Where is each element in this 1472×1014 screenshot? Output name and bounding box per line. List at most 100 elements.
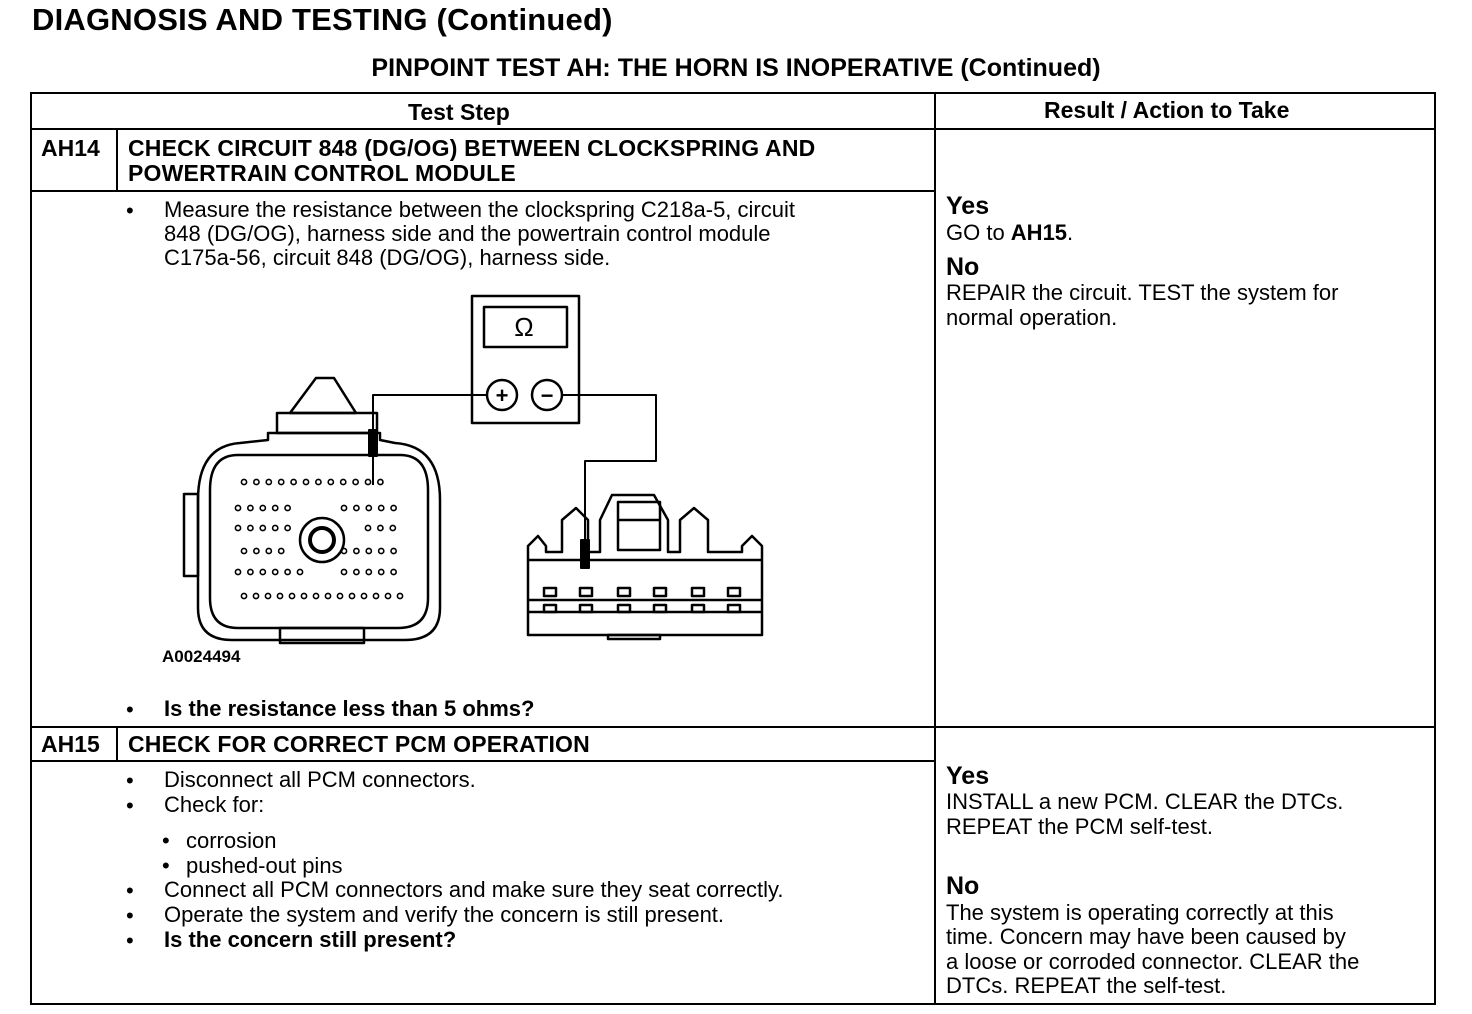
pin-hole bbox=[288, 592, 296, 600]
ah14-yes-target: AH15 bbox=[1010, 220, 1068, 245]
ah14-no-action-line1: REPAIR the circuit. TEST the system for bbox=[946, 280, 1339, 305]
ah15-step-id: AH15 bbox=[41, 731, 100, 757]
figure-id: A0024494 bbox=[162, 647, 241, 666]
pin-hole bbox=[360, 592, 368, 600]
pin-hole bbox=[352, 547, 360, 555]
ah15-sub-bullet-2: • bbox=[162, 853, 170, 878]
clockspring-connector-c218a-icon bbox=[182, 376, 442, 645]
ah15-sub-2: pushed-out pins bbox=[186, 853, 343, 878]
pin-hole bbox=[352, 568, 360, 576]
pin-hole bbox=[384, 592, 392, 600]
pin-hole bbox=[327, 478, 335, 486]
pin-hole bbox=[290, 478, 297, 486]
pin-hole bbox=[234, 504, 242, 512]
ah14-step-text-line2: 848 (DG/OG), harness side and the powert… bbox=[164, 221, 771, 246]
pin-hole bbox=[240, 592, 248, 600]
test-lead-wires bbox=[368, 394, 657, 569]
pin-hole bbox=[365, 547, 373, 555]
pin-hole bbox=[314, 478, 322, 486]
pin-hole bbox=[348, 592, 356, 600]
header-divider bbox=[32, 128, 1434, 130]
ah15-no-label: No bbox=[946, 872, 980, 900]
pcm-connector-c175a-icon bbox=[526, 493, 764, 641]
ah15-bullet-3: • bbox=[126, 878, 134, 903]
ah14-question: Is the resistance less than 5 ohms? bbox=[164, 696, 535, 721]
pin-hole bbox=[265, 478, 273, 486]
pin-hole bbox=[376, 524, 384, 532]
ah15-bullet-5: • bbox=[126, 928, 134, 953]
ah14-yes-end: . bbox=[1067, 220, 1074, 245]
pin-hole bbox=[312, 592, 320, 600]
ah15-step-title: CHECK FOR CORRECT PCM OPERATION bbox=[128, 731, 590, 757]
pin-hole bbox=[365, 504, 373, 512]
ah15-step-4: Operate the system and verify the concer… bbox=[164, 902, 725, 927]
pin-hole bbox=[377, 547, 385, 555]
pin-hole bbox=[365, 568, 373, 576]
ah14-step-title-line2: POWERTRAIN CONTROL MODULE bbox=[128, 160, 516, 186]
pin-hole bbox=[271, 568, 279, 576]
pin-hole bbox=[340, 568, 348, 576]
pin-hole bbox=[277, 547, 285, 555]
pin-hole bbox=[364, 524, 372, 532]
pin-hole bbox=[372, 592, 380, 600]
ah15-title-divider bbox=[32, 760, 934, 762]
ah15-bullet-4: • bbox=[126, 903, 134, 928]
ah14-yes-action: GO to AH15. bbox=[946, 221, 1073, 245]
pin-hole bbox=[377, 504, 385, 512]
page-title: DIAGNOSIS AND TESTING (Continued) bbox=[32, 2, 613, 37]
ah14-step-text-line3: C175a-56, circuit 848 (DG/OG), harness s… bbox=[164, 245, 611, 270]
pin-hole bbox=[324, 592, 332, 600]
connector-pin-holes bbox=[234, 478, 404, 600]
pin-hole bbox=[271, 504, 279, 512]
pin-hole bbox=[336, 592, 344, 600]
ah15-no-action-line4: DTCs. REPEAT the self-test. bbox=[946, 973, 1227, 998]
ah14-id-divider bbox=[116, 130, 118, 192]
pin-hole bbox=[390, 547, 397, 555]
pin-hole bbox=[246, 524, 254, 532]
ah15-no-action-line1: The system is operating correctly at thi… bbox=[946, 900, 1334, 925]
pin-hole bbox=[276, 592, 284, 600]
pin-hole bbox=[264, 592, 272, 600]
pin-hole bbox=[284, 504, 291, 512]
pin-hole bbox=[271, 524, 279, 532]
pin-hole bbox=[302, 478, 310, 486]
pin-hole bbox=[339, 478, 347, 486]
pin-hole bbox=[259, 504, 267, 512]
ah15-yes-action-line1: INSTALL a new PCM. CLEAR the DTCs. bbox=[946, 789, 1344, 814]
ah14-yes-label: Yes bbox=[946, 192, 990, 220]
ah14-question-bullet: • bbox=[126, 697, 134, 722]
pin-hole bbox=[234, 524, 242, 532]
negative-terminal-icon: − bbox=[541, 383, 554, 408]
ah15-no-action-line2: time. Concern may have been caused by bbox=[946, 924, 1346, 949]
pin-hole bbox=[252, 592, 260, 600]
ah14-bullet: • bbox=[126, 198, 134, 223]
col-header-test-step: Test Step bbox=[408, 99, 510, 125]
ah14-step-id: AH14 bbox=[41, 135, 100, 161]
ah15-step-2: Check for: bbox=[164, 792, 265, 817]
ah15-question: Is the concern still present? bbox=[164, 927, 457, 952]
ah14-no-action-line2: normal operation. bbox=[946, 305, 1118, 330]
pin-hole bbox=[252, 478, 260, 486]
pin-hole bbox=[300, 592, 308, 600]
pin-hole bbox=[396, 592, 404, 600]
ah15-bullet-1: • bbox=[126, 768, 134, 793]
pinpoint-test-title: PINPOINT TEST AH: THE HORN IS INOPERATIV… bbox=[371, 54, 1101, 82]
pin-hole bbox=[352, 504, 360, 512]
ohm-symbol: Ω bbox=[514, 312, 533, 342]
pin-hole bbox=[252, 547, 260, 555]
ah15-yes-action-line2: REPEAT the PCM self-test. bbox=[946, 814, 1213, 839]
ah15-no-action-line3: a loose or corroded connector. CLEAR the bbox=[946, 949, 1360, 974]
ah14-no-label: No bbox=[946, 253, 980, 281]
pin-hole bbox=[390, 504, 397, 512]
pin-hole bbox=[296, 568, 304, 576]
pin-hole bbox=[234, 568, 242, 576]
ah14-step-text-line1: Measure the resistance between the clock… bbox=[164, 197, 795, 222]
pinpoint-test-table: Test Step Result / Action to Take AH14 C… bbox=[30, 92, 1436, 1005]
ah15-id-divider bbox=[116, 728, 118, 762]
pin-hole bbox=[259, 524, 267, 532]
pin-hole bbox=[284, 568, 291, 576]
pin-hole bbox=[389, 524, 397, 532]
ah15-step-3: Connect all PCM connectors and make sure… bbox=[164, 877, 784, 902]
pin-hole bbox=[277, 478, 285, 486]
ah15-sub-1: corrosion bbox=[186, 828, 277, 853]
